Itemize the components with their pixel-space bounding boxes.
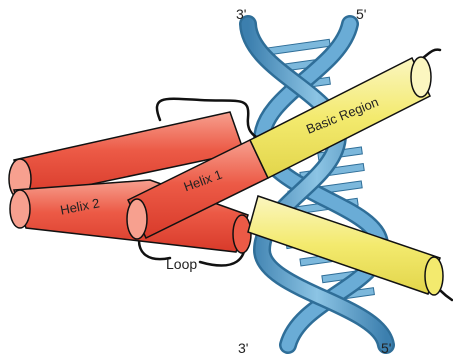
dna-5prime-top-label: 5'	[356, 6, 366, 22]
dna-5prime-bottom-label: 5'	[381, 340, 391, 356]
dna-double-helix	[248, 24, 386, 345]
dna-3prime-bottom-label: 3'	[238, 340, 248, 356]
loop-label: Loop	[166, 256, 197, 272]
dna-3prime-top-label: 3'	[236, 6, 246, 22]
